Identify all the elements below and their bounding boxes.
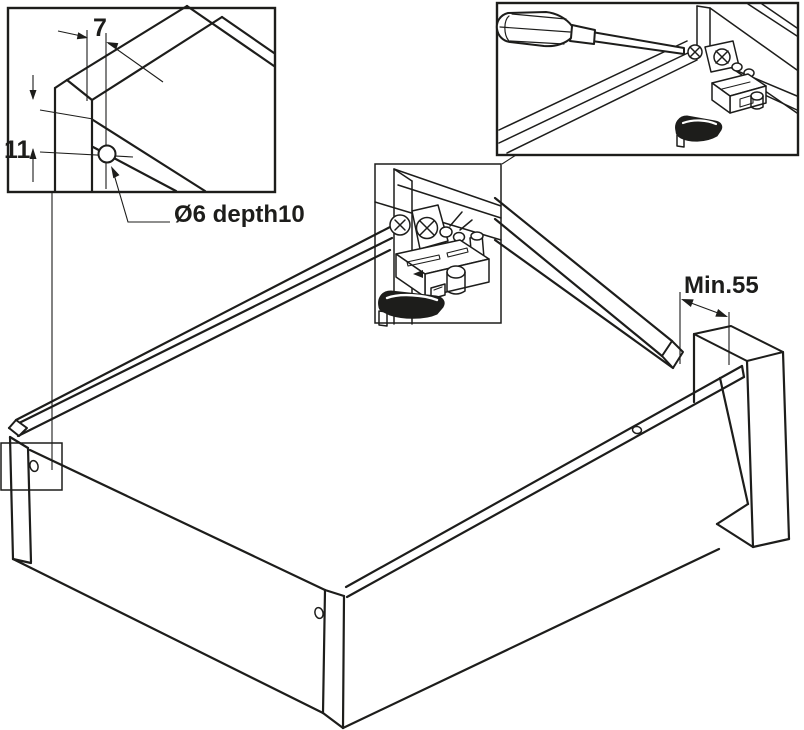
- back-right-edge: [718, 376, 750, 506]
- left-rail-endcap: [8, 419, 28, 437]
- inset-mounting-tool: [495, 1, 800, 157]
- hole-spec-label: Ø6 depth10: [174, 201, 305, 228]
- dowel-hole-front-left: [29, 459, 39, 473]
- inset-hole-border: [6, 6, 277, 194]
- front-bottom-edge: [11, 557, 325, 715]
- dimension-11: 11: [4, 75, 134, 182]
- dim-7-label: 7: [93, 14, 107, 42]
- right-rail-endcap: [661, 340, 684, 369]
- screwdriver-shaft: [591, 31, 685, 55]
- min55-arrow-left: [681, 299, 694, 307]
- right-bottom-edge: [341, 547, 721, 730]
- min-clearance-label: Min.55: [684, 272, 759, 299]
- latch-mechanism-large: [374, 168, 502, 327]
- min55-arrow-right: [715, 309, 728, 317]
- inset-rail: [498, 40, 698, 154]
- main-drawing: Min.55: [0, 154, 791, 730]
- screwdriver: [495, 11, 685, 55]
- dowel-hole-rear: [631, 425, 643, 435]
- latch-mechanism-small: [675, 40, 798, 148]
- screwdriver-ferrule: [569, 24, 596, 45]
- direction-arrow: [413, 270, 423, 278]
- hole-location-frame: [0, 442, 63, 491]
- inset-tool-border: [495, 1, 800, 157]
- right-top-edge: [344, 364, 744, 589]
- locking-cylinder: [446, 265, 466, 279]
- min55-dimension: Min.55: [679, 272, 759, 365]
- drawer-box: [8, 364, 755, 730]
- hole-spec-callout: Ø6 depth10: [111, 166, 305, 228]
- rear-board-top: [693, 325, 784, 362]
- panel-corner-drawing: [53, 4, 276, 193]
- latch-callout-box: [374, 163, 502, 324]
- left-rail: [7, 224, 394, 438]
- rear-board: [692, 325, 791, 549]
- callout-line-right: [501, 154, 517, 165]
- front-top-edge: [28, 448, 327, 592]
- dowel-hole-front-right: [314, 606, 324, 620]
- drill-hole: [97, 144, 117, 164]
- inset-hole-detail: 7 11 Ø6 depth10: [4, 4, 305, 228]
- right-rail: [493, 196, 684, 370]
- dim-11-label: 11: [4, 136, 31, 164]
